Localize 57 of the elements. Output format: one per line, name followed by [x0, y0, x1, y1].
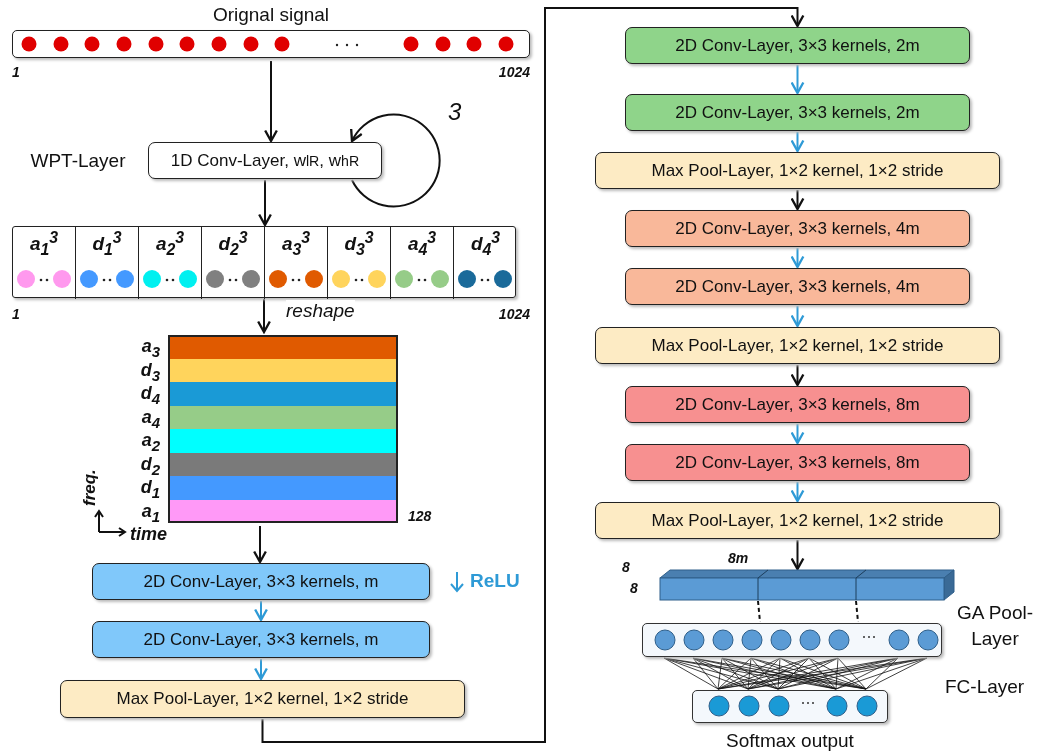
arrow [790, 189, 805, 211]
arrow [790, 131, 805, 153]
index-label: 8 [630, 580, 639, 598]
index-label: 1 [12, 64, 21, 82]
output-layer-box [692, 690, 888, 723]
arrow [257, 298, 271, 334]
layer-name: GA Pool-Layer [955, 601, 1034, 651]
arrow [261, 7, 805, 743]
conv-layer-box: 2D Conv-Layer, 3×3 kernels, 8m [625, 444, 970, 481]
layer-name: FC-Layer [945, 676, 1026, 699]
conv-layer-box: 2D Conv-Layer, 3×3 kernels, 8m [625, 386, 970, 423]
pool-layer-box: Max Pool-Layer, 1×2 kernel, 1×2 stride [595, 152, 1000, 189]
arrow [790, 423, 805, 445]
index-label: 128 [408, 508, 433, 526]
index-label: 1024 [497, 64, 530, 82]
coefficient-bar [12, 226, 516, 298]
band-label: a$_{1}$ [140, 499, 160, 523]
band-label: a$_{3}$ [140, 335, 160, 359]
feature-map-block [660, 570, 954, 600]
arrow [350, 113, 441, 208]
pool-layer-box: Max Pool-Layer, 1×2 kernel, 1×2 stride [595, 502, 1000, 539]
conv-layer-box: 2D Conv-Layer, 3×3 kernels, 2m [625, 27, 970, 64]
pool-layer-box: Max Pool-Layer, 1×2 kernel, 1×2 stride [595, 327, 1000, 364]
arrow [790, 481, 805, 503]
arrow [258, 179, 272, 227]
index-label: 1 [12, 306, 21, 324]
arrow [254, 658, 268, 681]
arrow [790, 364, 805, 387]
index-label: 8 [622, 559, 631, 577]
band-label: a$_{4}$ [140, 405, 160, 429]
axis-label: freq. [80, 468, 100, 506]
axis-label: time [130, 524, 168, 546]
conv-layer-box: 2D Conv-Layer, 3×3 kernels, 2m [625, 94, 970, 131]
conv-layer-box: 2D Conv-Layer, 3×3 kernels, m [92, 563, 430, 600]
legend-label: ReLU [470, 570, 520, 593]
arrow [253, 525, 267, 564]
index-label: 8m [728, 550, 750, 568]
arrow [790, 64, 805, 95]
arrow [264, 60, 278, 143]
band-label: a$_{2}$ [140, 429, 160, 453]
arrow [790, 305, 805, 328]
layer-name: Softmax output [725, 729, 855, 753]
band-label: d$_{1}$ [139, 476, 160, 500]
band-label: d$_{3}$ [139, 358, 160, 382]
index-label: 1024 [497, 306, 530, 324]
arrow [254, 600, 268, 622]
pool-layer-box: Max Pool-Layer, 1×2 kernel, 1×2 stride [60, 680, 465, 718]
conv-layer-box: 2D Conv-Layer, 3×3 kernels, m [92, 621, 430, 658]
connection-lines [663, 657, 928, 690]
conv-layer-box: 2D Conv-Layer, 3×3 kernels, 4m [625, 210, 970, 247]
arrow [790, 247, 805, 269]
layer-name: WPT-Layer [29, 149, 127, 173]
signal-title: Orignal signal [211, 4, 331, 26]
band-label: d$_{2}$ [139, 452, 160, 476]
conv-layer-box: 2D Conv-Layer, 3×3 kernels, 4m [625, 268, 970, 305]
arrow [790, 539, 805, 571]
band-label: d$_{4}$ [139, 382, 160, 406]
